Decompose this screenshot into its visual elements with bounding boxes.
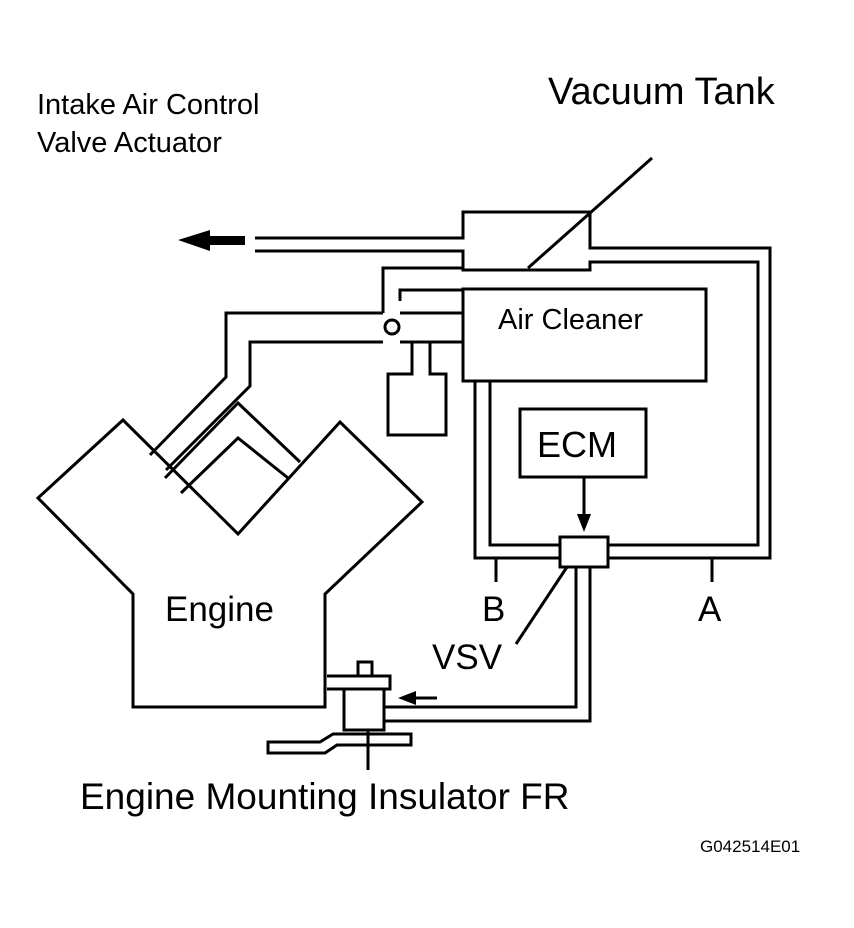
mount-vacuum-arrowhead (398, 691, 416, 705)
leader-vacuum-tank (527, 156, 653, 270)
pipe-b (473, 381, 560, 560)
intake-valve-label-line2: Valve Actuator (37, 127, 222, 159)
ecm-signal-arrowhead (577, 514, 591, 532)
air-cleaner-box (461, 287, 708, 383)
engine-mounting-insulator (327, 660, 392, 732)
mount-bracket (266, 732, 413, 755)
mounting-insulator-label: Engine Mounting Insulator FR (80, 776, 570, 817)
air-cleaner-label: Air Cleaner (498, 304, 644, 336)
check-valve (383, 318, 401, 336)
pipe-to-mount (384, 567, 592, 723)
vsv-label: VSV (432, 638, 503, 677)
engine-block (35, 417, 425, 709)
port-a-label: A (698, 590, 722, 629)
port-b-label: B (482, 590, 506, 629)
intake-pipe-wall-outer (148, 311, 383, 457)
engine-label: Engine (165, 590, 274, 629)
leader-vsv (514, 566, 569, 645)
ecm-label: ECM (537, 424, 617, 465)
vacuum-tank-connector (255, 210, 772, 560)
figure-code: G042514E01 (700, 837, 801, 856)
intake-air-control-valve-label: Intake Air Control Valve Actuator (37, 86, 259, 162)
intake-air-control-valve-actuator (386, 342, 448, 437)
engine-intake-plenum (163, 400, 302, 495)
intake-pipe-wall-inner (164, 340, 383, 472)
connector-pipe-upper (381, 266, 463, 315)
flow-arrow-left (178, 230, 245, 251)
intake-valve-label-line1: Intake Air Control (37, 89, 260, 121)
vsv-box (558, 535, 610, 569)
vacuum-tank-label: Vacuum Tank (548, 71, 775, 113)
